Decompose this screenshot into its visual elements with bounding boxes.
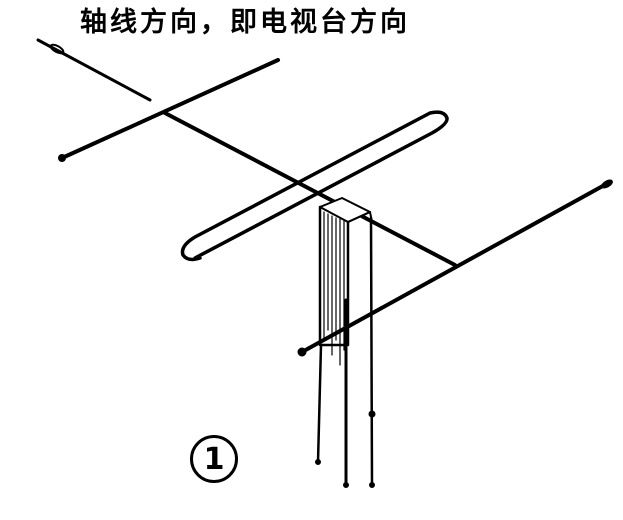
boom [36,38,457,267]
figure-number-badge: 1 [190,435,238,483]
reflector-element [297,179,613,357]
director-element [58,58,280,162]
feed-lines [315,216,376,488]
mast [318,197,373,366]
figure-number: 1 [203,441,225,477]
axis-direction-caption: 轴线方向，即电视台方向 [80,7,410,38]
folded-dipole [180,110,449,262]
